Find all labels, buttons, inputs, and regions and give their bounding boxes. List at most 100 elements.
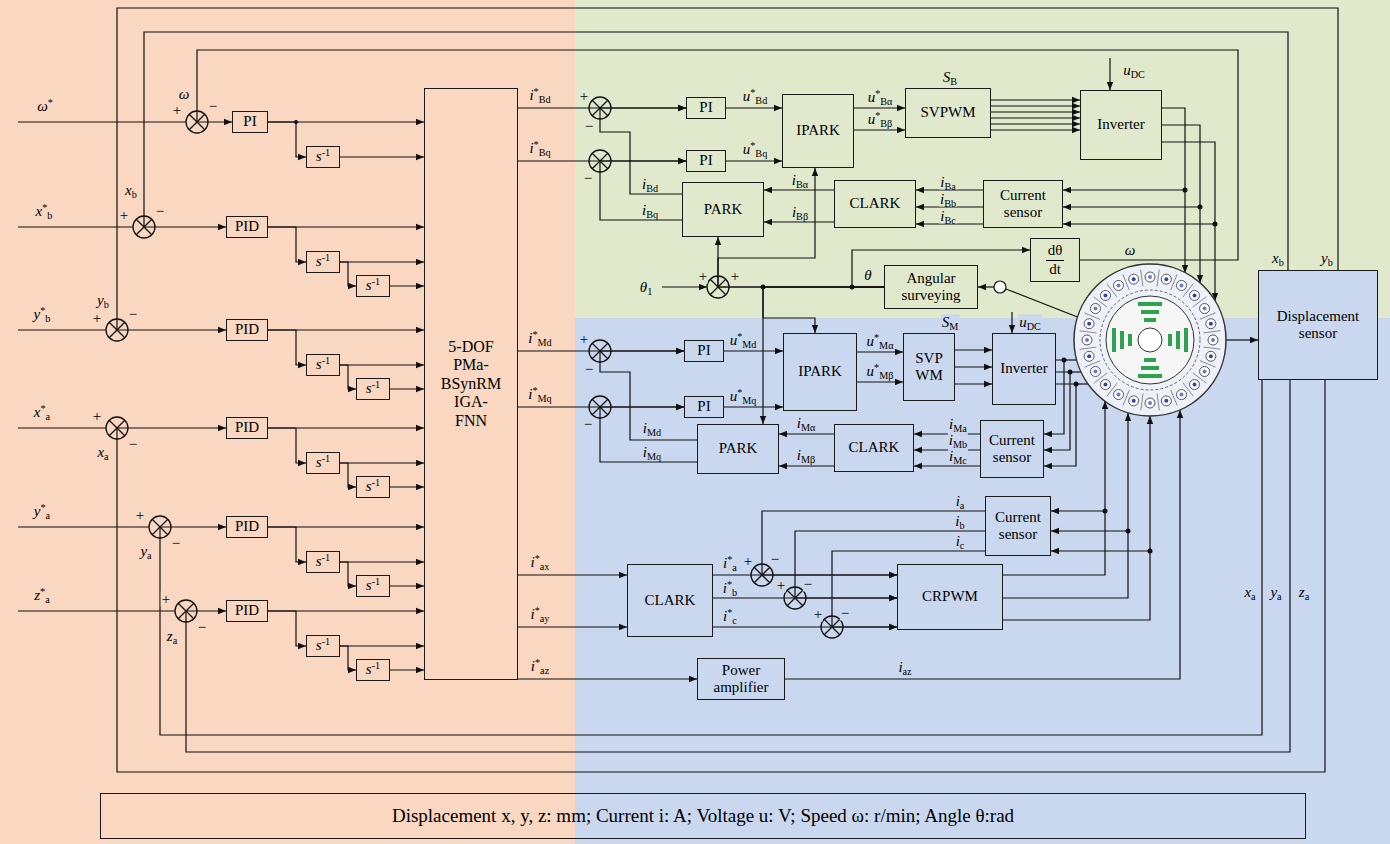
signal-arrow [600,351,697,440]
block-text: s-1 [316,454,330,471]
signal-arrow [724,350,783,351]
signal-label: x*a [33,405,51,420]
signal-arrow [340,365,356,389]
block-box: PID [226,216,268,238]
signal-arrow [857,351,903,352]
block-box: SVPWM [905,88,991,138]
signal-label: − [840,606,850,621]
signal-label: iBβ [791,205,809,220]
signal-label: y*a [33,504,51,519]
block-text: PI [243,113,256,130]
signal-label: + [776,578,786,593]
block-box: 5-DOF PMa- BSynRM IGA- FNN [424,88,518,680]
block-text: s-1 [366,277,380,294]
signal-arrow [268,611,306,646]
signal-arrow [340,463,356,487]
signal-arrow [726,160,782,161]
block-text: Current sensor [1000,187,1046,222]
block-text: PID [235,218,259,235]
signal-label: − [197,620,207,635]
signal-label: − [583,171,593,186]
signal-arrow [340,645,424,646]
signal-arrow [779,433,834,434]
signal-label: i*az [530,659,550,674]
block-box: Current sensor [983,180,1063,228]
signal-label: + [813,607,823,622]
signal-label: − [128,437,138,452]
signal-label: i*Md [527,331,552,346]
block-text: dθ [1046,242,1065,260]
signal-label: u*Bq [742,142,768,157]
signal-arrow [144,32,1288,270]
block-text: Current sensor [989,432,1035,467]
block-box: s-1 [356,275,390,297]
signal-label: iMβ [796,448,816,463]
signal-arrow [390,388,424,389]
signal-label: ω* [36,99,54,114]
signal-label: y*b [33,307,52,322]
signal-arrow [340,561,424,562]
signal-label: ic [955,534,966,549]
signal-label: u*Mβ [866,364,895,379]
signal-arrow [117,8,1338,330]
signal-label: i*b [722,581,738,596]
block-box: s-1 [306,452,340,474]
block-box: s-1 [306,146,340,168]
signal-arrow [268,428,306,463]
control-region [0,0,575,844]
block-text: s-1 [366,577,380,594]
signal-label: xb [124,183,138,198]
signal-label: i*ax [530,555,551,570]
signal-label: u*Mα [866,334,895,349]
signal-label: iBc [939,209,957,224]
signal-label: iBd [641,177,659,192]
block-box: Displacement x, y, z: mm; Current i: A; … [100,793,1306,839]
block-text: CLARK [645,592,696,609]
signal-arrow [340,156,424,157]
block-box: PI [686,150,726,172]
block-text: Angular surveying [901,270,960,305]
signal-label: ya [1269,585,1282,600]
block-box: CLARK [834,180,916,228]
signal-arrow [340,462,424,463]
signal-label: u*Md [729,333,758,348]
signal-label: i*ay [530,607,551,622]
block-box: CLARK [627,564,713,637]
signal-label: yb [1320,251,1334,266]
signal-label: + [92,311,102,326]
block-box: CRPWM [897,564,1003,630]
block-text: s-1 [366,478,380,495]
block-text: IPARK [796,122,840,139]
signal-arrow [268,330,306,365]
block-text: s-1 [316,253,330,270]
motor-drawing [1074,264,1226,416]
signal-label: − [128,307,138,322]
signal-arrow [268,227,306,262]
block-box: IPARK [782,94,854,168]
signal-arrow [268,527,306,562]
signal-label: uDC [1122,63,1146,78]
signal-label: + [743,554,753,569]
signal-label: i*c [722,609,738,624]
block-text: PI [697,398,710,415]
signal-arrow [186,380,1290,752]
signal-label: iMa [948,417,968,432]
block-text: s-1 [316,637,330,654]
signal-label: za [1298,585,1310,600]
signal-label: iMb [948,433,968,448]
block-text: PARK [704,201,743,218]
signal-arrow [600,407,697,462]
block-text: Current sensor [995,509,1041,544]
signal-arrow [268,122,306,157]
signal-label: yb [96,293,110,308]
block-box: s-1 [306,354,340,376]
signal-label: iBa [939,175,957,190]
signal-label: u*Bα [867,90,894,105]
block-box: Displacement sensor [1258,270,1378,380]
block-box: PID [226,417,268,439]
signal-label: + [119,208,129,223]
signal-label: θ1 [639,280,653,295]
block-text: s-1 [366,661,380,678]
signal-label: iMα [796,416,817,431]
block-text: PARK [719,440,758,457]
